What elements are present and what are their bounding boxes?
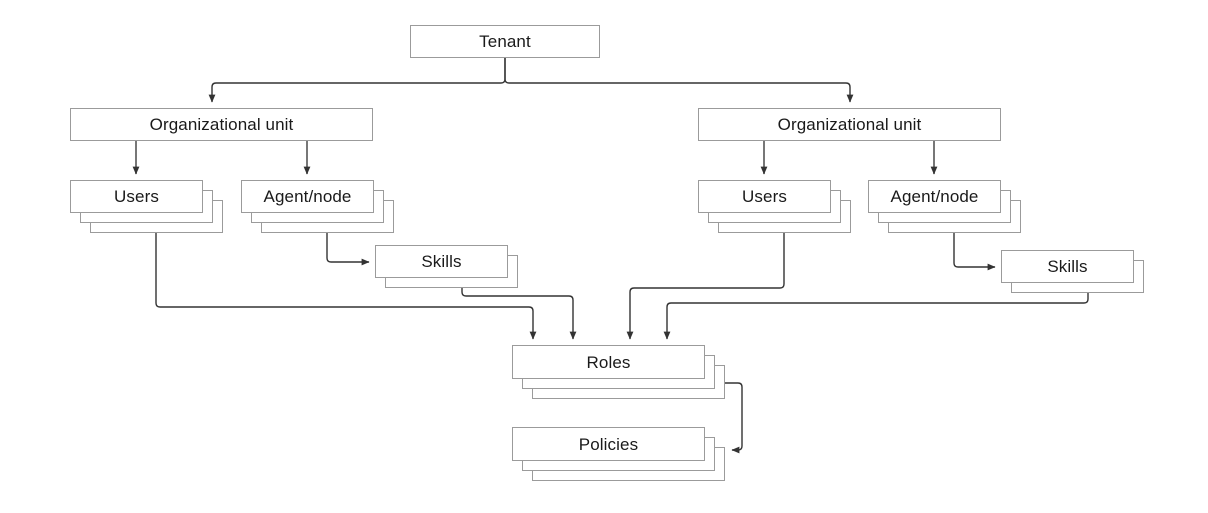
node-skills-right[interactable]: Skills [1001,250,1134,283]
node-organizational-unit-right[interactable]: Organizational unit [698,108,1001,141]
edge-skills-right-to-roles [663,293,1089,340]
node-agent-node-right[interactable]: Agent/node [868,180,1001,213]
node-users-right[interactable]: Users [698,180,831,213]
edge-roles-to-policies [725,382,743,454]
edge-agent-right-to-skills-right [953,233,996,271]
node-organizational-unit-left[interactable]: Organizational unit [70,108,373,141]
node-skills-left[interactable]: Skills [375,245,508,278]
node-tenant[interactable]: Tenant [410,25,600,58]
edge-skills-left-to-roles [461,288,577,340]
edge-agent-left-to-skills-left [326,233,370,266]
edge-tenant-to-ou-left [208,58,506,103]
node-roles[interactable]: Roles [512,345,705,379]
node-agent-node-left[interactable]: Agent/node [241,180,374,213]
node-policies[interactable]: Policies [512,427,705,461]
edge-tenant-to-ou-right [504,58,854,103]
node-users-left[interactable]: Users [70,180,203,213]
